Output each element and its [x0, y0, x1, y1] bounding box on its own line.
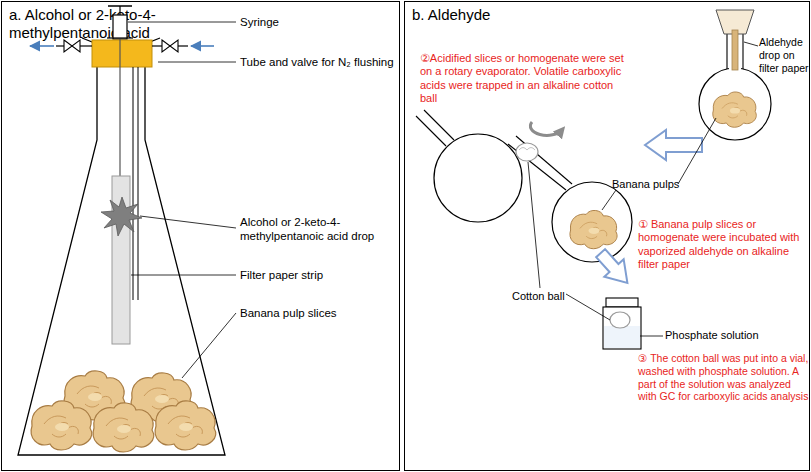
process-arrow [645, 130, 702, 160]
part-label: Phosphate solution [665, 329, 759, 342]
step-note: ③ The cotton ball was put into a vial, w… [638, 352, 810, 403]
leader-line [744, 42, 758, 46]
leader-line [131, 275, 236, 276]
leader-line [678, 118, 716, 184]
part-label: Aldehyde drop on filter paper [759, 36, 811, 74]
filter-paper-holder [716, 10, 754, 34]
part-label: Tube and valve for N₂ flushing [240, 55, 394, 69]
valve-symbol [64, 40, 80, 52]
gas-flow-arrow [30, 45, 54, 47]
banana-slice [131, 373, 192, 422]
banana-slice [713, 92, 757, 127]
evaporating-flask [552, 182, 632, 262]
leader-line [602, 190, 616, 210]
syringe-plunger-rod [119, 6, 120, 15]
leader-line [566, 294, 610, 320]
process-arrow [591, 244, 637, 291]
step-note: ① Banana pulp slices or homogenate were … [638, 218, 810, 272]
filter-paper-strip [112, 176, 130, 344]
erlenmeyer-flask [18, 38, 225, 455]
nitrogen-tube [133, 67, 134, 300]
banana-slice [31, 401, 92, 450]
leader-line [128, 22, 236, 23]
cotton-ball [610, 312, 630, 328]
vapor-duct [516, 136, 572, 184]
vial-cap [606, 298, 638, 307]
valve-tube [80, 45, 92, 46]
banana-slice [570, 210, 617, 248]
nitrogen-tube [138, 67, 139, 300]
cotton-ball [516, 143, 538, 161]
condenser-tube [416, 116, 446, 146]
flask-joint [729, 66, 741, 72]
rotation-arrow [530, 122, 562, 135]
banana-slice [93, 403, 154, 452]
syringe-barrel [113, 15, 127, 39]
cotton-texture [519, 148, 535, 151]
round-flask [699, 68, 771, 140]
panel-heading: b. Aldehyde [412, 6, 612, 24]
leader-line [140, 216, 236, 228]
part-label: Cotton ball [512, 290, 565, 303]
condenser-tube [424, 110, 454, 140]
phosphate-liquid [604, 326, 640, 348]
syringe-plunger-cap [108, 5, 132, 7]
part-label: Banana pulp slices [240, 306, 337, 320]
banana-slice [155, 401, 216, 450]
leader-line [528, 162, 540, 288]
vial [603, 307, 641, 349]
liquid-drop [101, 197, 142, 236]
step-note: ②Acidified slices or homogenate were set… [420, 52, 628, 106]
leader-line [640, 336, 663, 337]
valve-tube [178, 45, 188, 46]
flask-neck [727, 24, 743, 70]
part-label: Syringe [240, 15, 279, 29]
figure-panel: b. Aldehyde [404, 1, 810, 471]
banana-slice [64, 371, 125, 420]
part-label: Alcohol or 2-keto-4- methylpentanoic aci… [240, 215, 390, 243]
vapor-duct [508, 144, 566, 190]
valve-tube [152, 45, 162, 46]
syringe-flange [107, 37, 133, 38]
part-label: Banana pulps [612, 178, 679, 191]
receiving-flask [434, 134, 522, 222]
leader-line [182, 313, 236, 378]
aldehyde-drop [732, 30, 738, 70]
valve-symbol [162, 40, 178, 52]
flask-stopper [92, 40, 152, 67]
part-label: Filter paper strip [240, 268, 323, 282]
figure-panel: a. Alcohol or 2-keto-4- methylpentanoic … [1, 1, 400, 471]
leader-line [158, 62, 236, 63]
valve-tube [56, 45, 64, 46]
gas-flow-arrow [191, 45, 214, 47]
panel-heading: a. Alcohol or 2-keto-4- methylpentanoic … [9, 6, 184, 42]
syringe-needle [119, 39, 120, 178]
